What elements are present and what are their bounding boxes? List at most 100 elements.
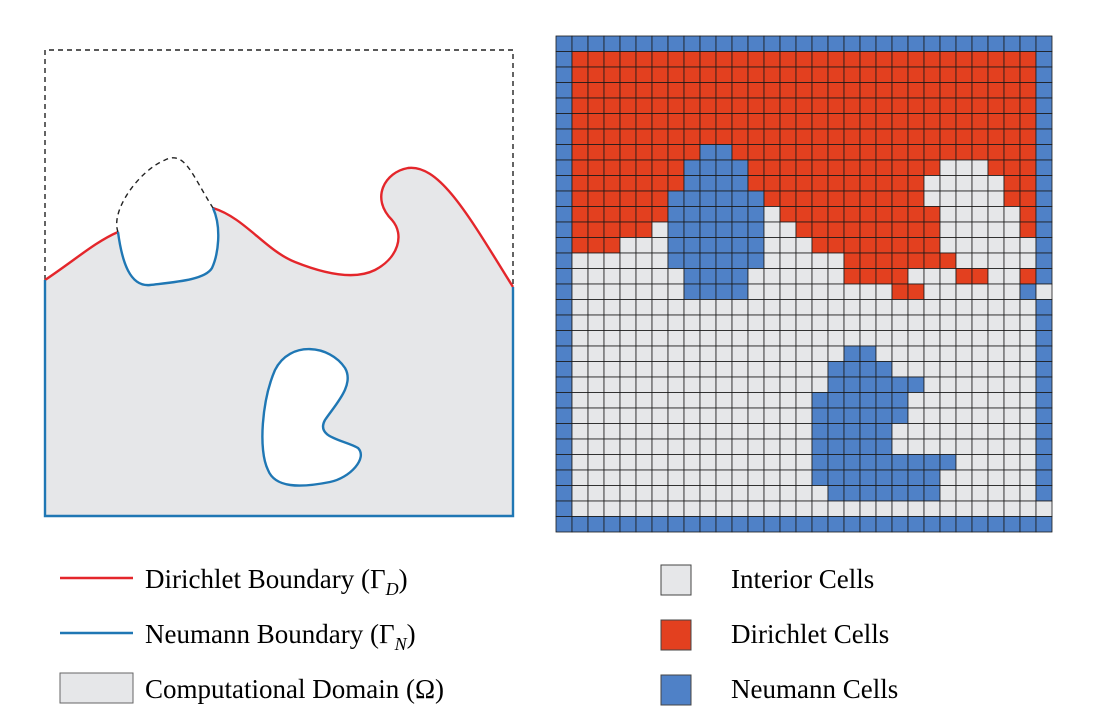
interior-cell [587, 345, 605, 362]
dirichlet-cell [1003, 82, 1021, 99]
neumann-cell [827, 35, 845, 52]
interior-cell [747, 299, 765, 316]
neumann-cell [891, 376, 909, 393]
dirichlet-cell [571, 128, 589, 145]
neumann-cell [875, 376, 893, 393]
neumann-cell [555, 500, 573, 517]
dirichlet-cell [1003, 113, 1021, 130]
dirichlet-cell [779, 82, 797, 99]
dirichlet-cell [891, 144, 909, 161]
dirichlet-cell [1019, 190, 1037, 207]
interior-cell [923, 376, 941, 393]
neumann-cell [555, 97, 573, 114]
dirichlet-cell [891, 268, 909, 285]
interior-cell [731, 376, 749, 393]
interior-cell [603, 423, 621, 440]
dirichlet-cell [571, 159, 589, 176]
interior-cell [619, 423, 637, 440]
neumann-cell [827, 407, 845, 424]
neumann-cell [1035, 51, 1053, 68]
dirichlet-cell [683, 97, 701, 114]
interior-cell [811, 500, 829, 517]
dirichlet-cell [587, 97, 605, 114]
neumann-cell [891, 516, 909, 533]
interior-cell [1019, 252, 1037, 269]
interior-cell [731, 423, 749, 440]
interior-cell [699, 407, 717, 424]
dirichlet-cell [587, 159, 605, 176]
neumann-cell [827, 454, 845, 471]
neumann-cell [555, 252, 573, 269]
interior-cell [715, 469, 733, 486]
dirichlet-cell [923, 221, 941, 238]
dirichlet-cell [715, 82, 733, 99]
neumann-cell [827, 485, 845, 502]
neumann-cell [891, 454, 909, 471]
interior-cell [715, 407, 733, 424]
dirichlet-cell [875, 66, 893, 83]
interior-cell [971, 299, 989, 316]
dirichlet-cell [939, 51, 957, 68]
interior-cell [667, 314, 685, 331]
neumann-cell [555, 516, 573, 533]
interior-cell [907, 268, 925, 285]
dirichlet-cell [891, 190, 909, 207]
dirichlet-cell [763, 51, 781, 68]
dirichlet-cell [971, 113, 989, 130]
neumann-cell [827, 392, 845, 409]
dirichlet-cell [891, 252, 909, 269]
neumann-cell [555, 454, 573, 471]
dirichlet-cell [571, 237, 589, 254]
interior-cell [987, 423, 1005, 440]
interior-cell [955, 392, 973, 409]
dirichlet-cell [571, 190, 589, 207]
interior-cell [651, 268, 669, 285]
dirichlet-cell [843, 128, 861, 145]
interior-cell [811, 376, 829, 393]
dirichlet-cell [635, 113, 653, 130]
dirichlet-cell [1003, 144, 1021, 161]
interior-cell [571, 485, 589, 502]
dirichlet-cell [571, 97, 589, 114]
neumann-cell [795, 516, 813, 533]
interior-cell [571, 361, 589, 378]
neumann-cell [859, 454, 877, 471]
neumann-cell [715, 175, 733, 192]
neumann-cell [619, 35, 637, 52]
interior-cell [1019, 330, 1037, 347]
dirichlet-cell [651, 66, 669, 83]
interior-cell [827, 252, 845, 269]
interior-cell [651, 376, 669, 393]
interior-cell [939, 237, 957, 254]
dirichlet-cell [571, 82, 589, 99]
interior-cell [971, 175, 989, 192]
dirichlet-boundary [212, 166, 515, 288]
dirichlet-cell [923, 159, 941, 176]
interior-cell [763, 330, 781, 347]
dirichlet-cell [907, 97, 925, 114]
interior-cell [715, 438, 733, 455]
interior-cell [859, 299, 877, 316]
interior-cell [1003, 392, 1021, 409]
interior-cell [635, 454, 653, 471]
neumann-cell [555, 66, 573, 83]
gamma-symbol: Γ [370, 564, 386, 594]
neumann-cell [875, 469, 893, 486]
dirichlet-cell [619, 113, 637, 130]
interior-cell [587, 330, 605, 347]
neumann-cell [875, 438, 893, 455]
neumann-cell [731, 35, 749, 52]
interior-cell [763, 221, 781, 238]
interior-cell [763, 206, 781, 223]
dirichlet-cell [955, 268, 973, 285]
dirichlet-cell [859, 206, 877, 223]
dirichlet-cell [907, 252, 925, 269]
dirichlet-cell [923, 66, 941, 83]
interior-cell [699, 392, 717, 409]
dirichlet-cell [987, 113, 1005, 130]
legend-label-computational-domain: Computational Domain (Ω) [145, 674, 444, 704]
interior-cell [699, 330, 717, 347]
interior-cell [683, 423, 701, 440]
interior-cell [571, 268, 589, 285]
neumann-cell [555, 128, 573, 145]
